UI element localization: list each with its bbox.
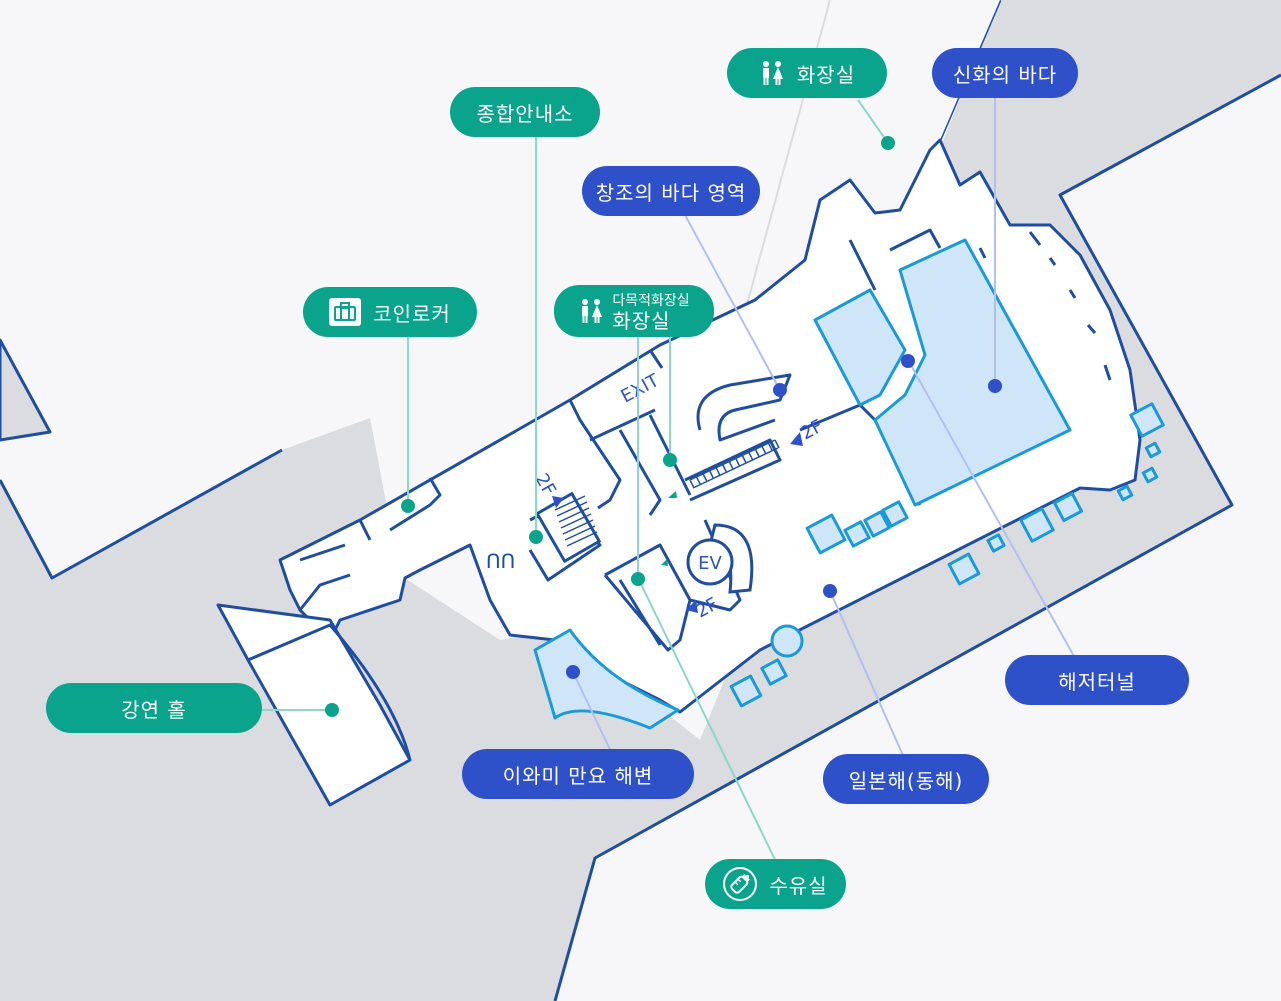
label-iwami[interactable]: 이와미 만요 해변	[462, 749, 694, 799]
stairs	[554, 439, 780, 547]
dot-iwami	[566, 665, 580, 679]
down-arrow-icon	[552, 496, 564, 508]
baby-bottle-icon	[723, 867, 758, 901]
label-text: 이와미 만요 해변	[502, 763, 654, 788]
label-text: 강연 홀	[121, 697, 187, 722]
label-text: 코인로커	[373, 301, 451, 326]
label-text-line1: 다목적화장실	[612, 293, 690, 309]
tanks	[533, 238, 1165, 730]
label-text: 종합안내소	[476, 101, 574, 126]
dot-lecture-hall	[325, 703, 339, 717]
svg-text:ᑎᑎ: ᑎᑎ	[486, 549, 515, 573]
up-arrow-icon	[686, 600, 698, 613]
elevator: EV	[686, 523, 754, 594]
label-haejeo[interactable]: 해저터널	[1005, 655, 1189, 705]
dot-haejeo	[901, 354, 915, 368]
label-coin-locker[interactable]: 코인로커	[303, 287, 477, 337]
dot-sinhwa	[988, 379, 1002, 393]
label-changjo[interactable]: 창조의 바다 영역	[582, 166, 760, 216]
label-text: 해저터널	[1058, 669, 1136, 694]
label-text: 신화의 바다	[952, 62, 1058, 87]
label-text: 창조의 바다 영역	[595, 180, 747, 205]
leader-lines	[262, 95, 1076, 871]
label-sinhwa[interactable]: 신화의 바다	[932, 48, 1078, 98]
label-text: 수유실	[769, 873, 828, 898]
interior-walls	[298, 228, 1112, 652]
label-lecture-hall[interactable]: 강연 홀	[46, 683, 262, 733]
up-arrow-icon	[790, 432, 803, 446]
label-text: 화장실	[796, 62, 856, 87]
dot-toilet-top	[881, 136, 895, 150]
ev-label: EV	[698, 553, 722, 574]
locker-icon	[329, 298, 362, 326]
label-nursing[interactable]: 수유실	[705, 859, 846, 909]
dot-info-desk	[529, 530, 543, 544]
dot-coin-locker	[401, 499, 415, 513]
label-japan-sea[interactable]: 일본해(동해)	[823, 754, 989, 804]
label-info-desk[interactable]: 종합안내소	[450, 87, 600, 137]
label-text-line2: 화장실	[612, 309, 671, 333]
label-multi-toilet[interactable]: 다목적화장실 화장실	[554, 285, 714, 337]
dot-multi-toilet	[663, 453, 677, 467]
toilet-icon	[759, 60, 785, 86]
label-toilet-top[interactable]: 화장실	[727, 48, 887, 98]
dot-changjo	[773, 383, 787, 397]
dot-nursing	[631, 572, 645, 586]
location-dots	[325, 136, 1002, 717]
dot-japan-sea	[823, 584, 837, 598]
label-text: 일본해(동해)	[848, 768, 964, 793]
toilet-icon	[578, 298, 604, 324]
